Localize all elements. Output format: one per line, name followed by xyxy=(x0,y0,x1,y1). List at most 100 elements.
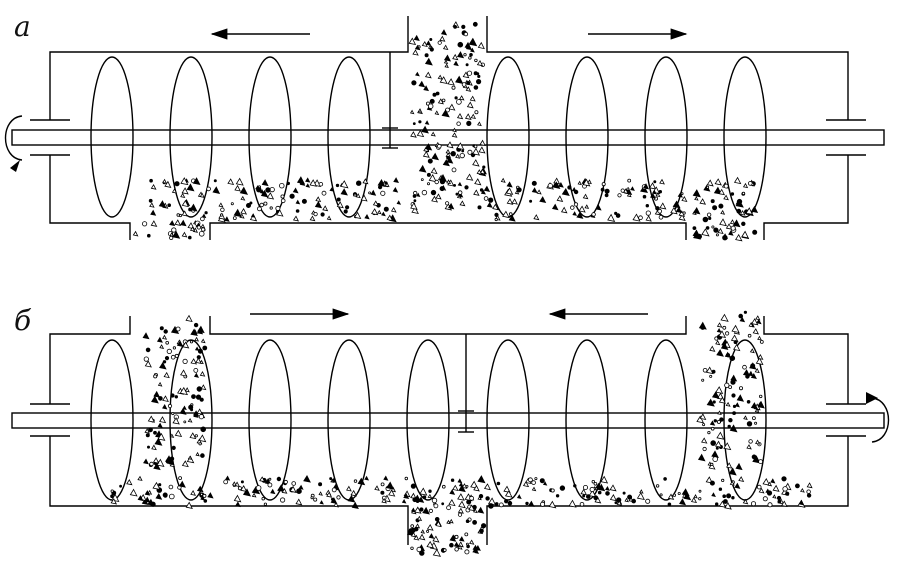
particle xyxy=(176,213,180,217)
particle xyxy=(715,386,724,394)
particle xyxy=(429,98,435,104)
particle xyxy=(150,501,156,507)
particle xyxy=(454,547,459,552)
particle xyxy=(469,52,473,57)
particle xyxy=(197,348,203,354)
particle xyxy=(466,120,472,127)
particle xyxy=(459,95,465,101)
particle xyxy=(265,187,271,193)
particle xyxy=(428,103,434,109)
particle xyxy=(403,493,410,500)
particle xyxy=(183,420,187,424)
particle xyxy=(180,192,186,199)
particle xyxy=(624,497,629,503)
particle xyxy=(251,492,257,498)
particle xyxy=(164,180,172,188)
particle xyxy=(448,498,456,507)
particle xyxy=(477,41,485,50)
particle xyxy=(280,198,286,204)
particle xyxy=(743,415,748,420)
particle xyxy=(190,358,198,365)
particle xyxy=(645,498,651,504)
particle xyxy=(709,420,716,426)
particle xyxy=(428,533,435,539)
particle xyxy=(144,360,152,368)
particle xyxy=(159,416,167,424)
particle xyxy=(428,508,433,513)
particle xyxy=(697,453,706,462)
particle xyxy=(189,340,194,344)
particle xyxy=(443,54,452,62)
particle xyxy=(724,331,730,336)
particle xyxy=(303,474,311,483)
particle xyxy=(480,189,486,195)
particle xyxy=(189,226,196,232)
screw-flights-a-right xyxy=(486,56,767,218)
particle xyxy=(410,524,415,528)
particle xyxy=(180,219,187,227)
particle xyxy=(745,374,750,379)
particle xyxy=(681,195,688,203)
particle xyxy=(424,57,433,66)
particle xyxy=(142,221,148,227)
particle xyxy=(162,403,168,410)
particle xyxy=(353,211,362,220)
particle xyxy=(158,483,162,487)
particle xyxy=(655,192,661,198)
particle xyxy=(583,484,589,490)
particle xyxy=(667,502,672,507)
particle xyxy=(426,540,435,549)
particle xyxy=(413,199,417,203)
particle xyxy=(534,477,538,481)
particle xyxy=(750,402,759,410)
particle xyxy=(239,186,249,195)
particle xyxy=(741,230,749,239)
particle xyxy=(148,427,153,433)
particle xyxy=(330,497,338,505)
particle xyxy=(677,192,683,198)
particle xyxy=(444,201,450,206)
particle xyxy=(751,501,757,507)
particle xyxy=(572,211,578,216)
particle xyxy=(370,189,377,196)
screw-flight-icon xyxy=(644,56,688,218)
particle xyxy=(464,185,469,190)
particle xyxy=(151,395,159,404)
particle xyxy=(371,208,379,216)
particle xyxy=(417,496,425,503)
screw-flight-icon xyxy=(90,56,134,218)
particle xyxy=(488,197,494,203)
particle xyxy=(419,550,425,556)
particle xyxy=(516,494,522,499)
particle xyxy=(421,40,428,48)
particle xyxy=(309,215,316,222)
particle xyxy=(268,477,272,481)
particle xyxy=(439,35,446,42)
particle xyxy=(755,439,761,445)
particle xyxy=(736,208,742,214)
particle xyxy=(614,211,618,215)
particle xyxy=(450,478,455,482)
particle xyxy=(500,177,506,183)
particle xyxy=(702,367,708,373)
particle xyxy=(380,490,385,495)
particle xyxy=(488,503,494,509)
particle xyxy=(151,444,157,451)
particle xyxy=(708,216,712,220)
particle xyxy=(451,167,457,173)
particle xyxy=(531,480,536,485)
particle xyxy=(261,179,269,187)
particle xyxy=(430,189,437,196)
particle xyxy=(195,357,202,364)
particle xyxy=(200,426,207,433)
particle xyxy=(153,462,161,471)
particle xyxy=(479,168,486,175)
particle xyxy=(178,480,186,488)
particle xyxy=(196,485,204,493)
particle xyxy=(539,196,547,204)
particle xyxy=(553,181,560,188)
particle xyxy=(218,202,224,208)
particle xyxy=(346,485,352,492)
particle xyxy=(295,199,301,205)
particle xyxy=(422,506,430,515)
